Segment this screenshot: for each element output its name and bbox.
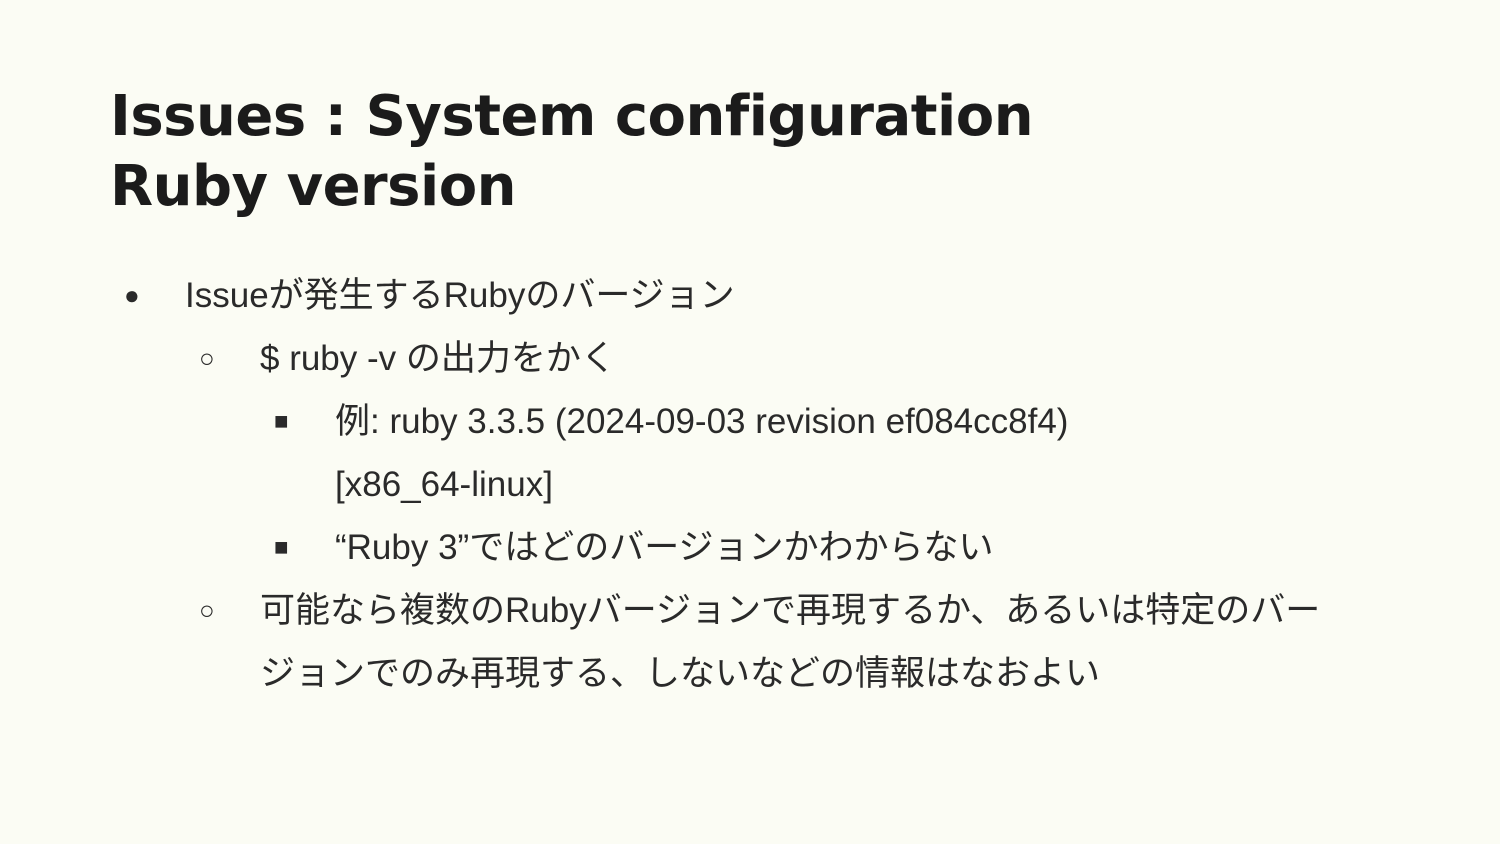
bullet-square-icon: ■ xyxy=(274,534,289,561)
bullet-filled-circle-icon: ● xyxy=(124,280,140,310)
slide-title-line-1: Issues : System configuration xyxy=(110,84,1034,149)
bullet-item: ■ “Ruby 3”ではどのバージョンかわからない xyxy=(0,516,1500,579)
bullet-item: ■ 例: ruby 3.3.5 (2024-09-03 revision ef0… xyxy=(0,390,1500,453)
bullet-item-continuation: ジョンでのみ再現する、しないなどの情報はなおよい xyxy=(0,642,1500,705)
bullet-text: $ ruby -v の出力をかく xyxy=(260,339,616,378)
bullet-hollow-circle-icon: ○ xyxy=(199,343,215,373)
bullet-square-icon: ■ xyxy=(274,408,289,435)
bullet-item-continuation: [x86_64-linux] xyxy=(0,453,1500,516)
bullet-text: [x86_64-linux] xyxy=(335,465,553,504)
bullet-item: ● Issueが発生するRubyのバージョン xyxy=(0,264,1500,327)
bullet-text: “Ruby 3”ではどのバージョンかわからない xyxy=(335,528,994,567)
slide-title: Issues : System configuration Ruby versi… xyxy=(110,82,1034,222)
slide-title-line-2: Ruby version xyxy=(110,154,517,219)
bullet-text: 例: ruby 3.3.5 (2024-09-03 revision ef084… xyxy=(335,402,1069,441)
bullet-text: 可能なら複数のRubyバージョンで再現するか、あるいは特定のバー xyxy=(260,591,1321,630)
bullet-list: ● Issueが発生するRubyのバージョン ○ $ ruby -v の出力をか… xyxy=(0,264,1500,705)
bullet-text: ジョンでのみ再現する、しないなどの情報はなおよい xyxy=(260,654,1101,693)
bullet-item: ○ 可能なら複数のRubyバージョンで再現するか、あるいは特定のバー xyxy=(0,579,1500,642)
bullet-hollow-circle-icon: ○ xyxy=(199,595,215,625)
bullet-text: Issueが発生するRubyのバージョン xyxy=(185,276,735,315)
bullet-item: ○ $ ruby -v の出力をかく xyxy=(0,327,1500,390)
